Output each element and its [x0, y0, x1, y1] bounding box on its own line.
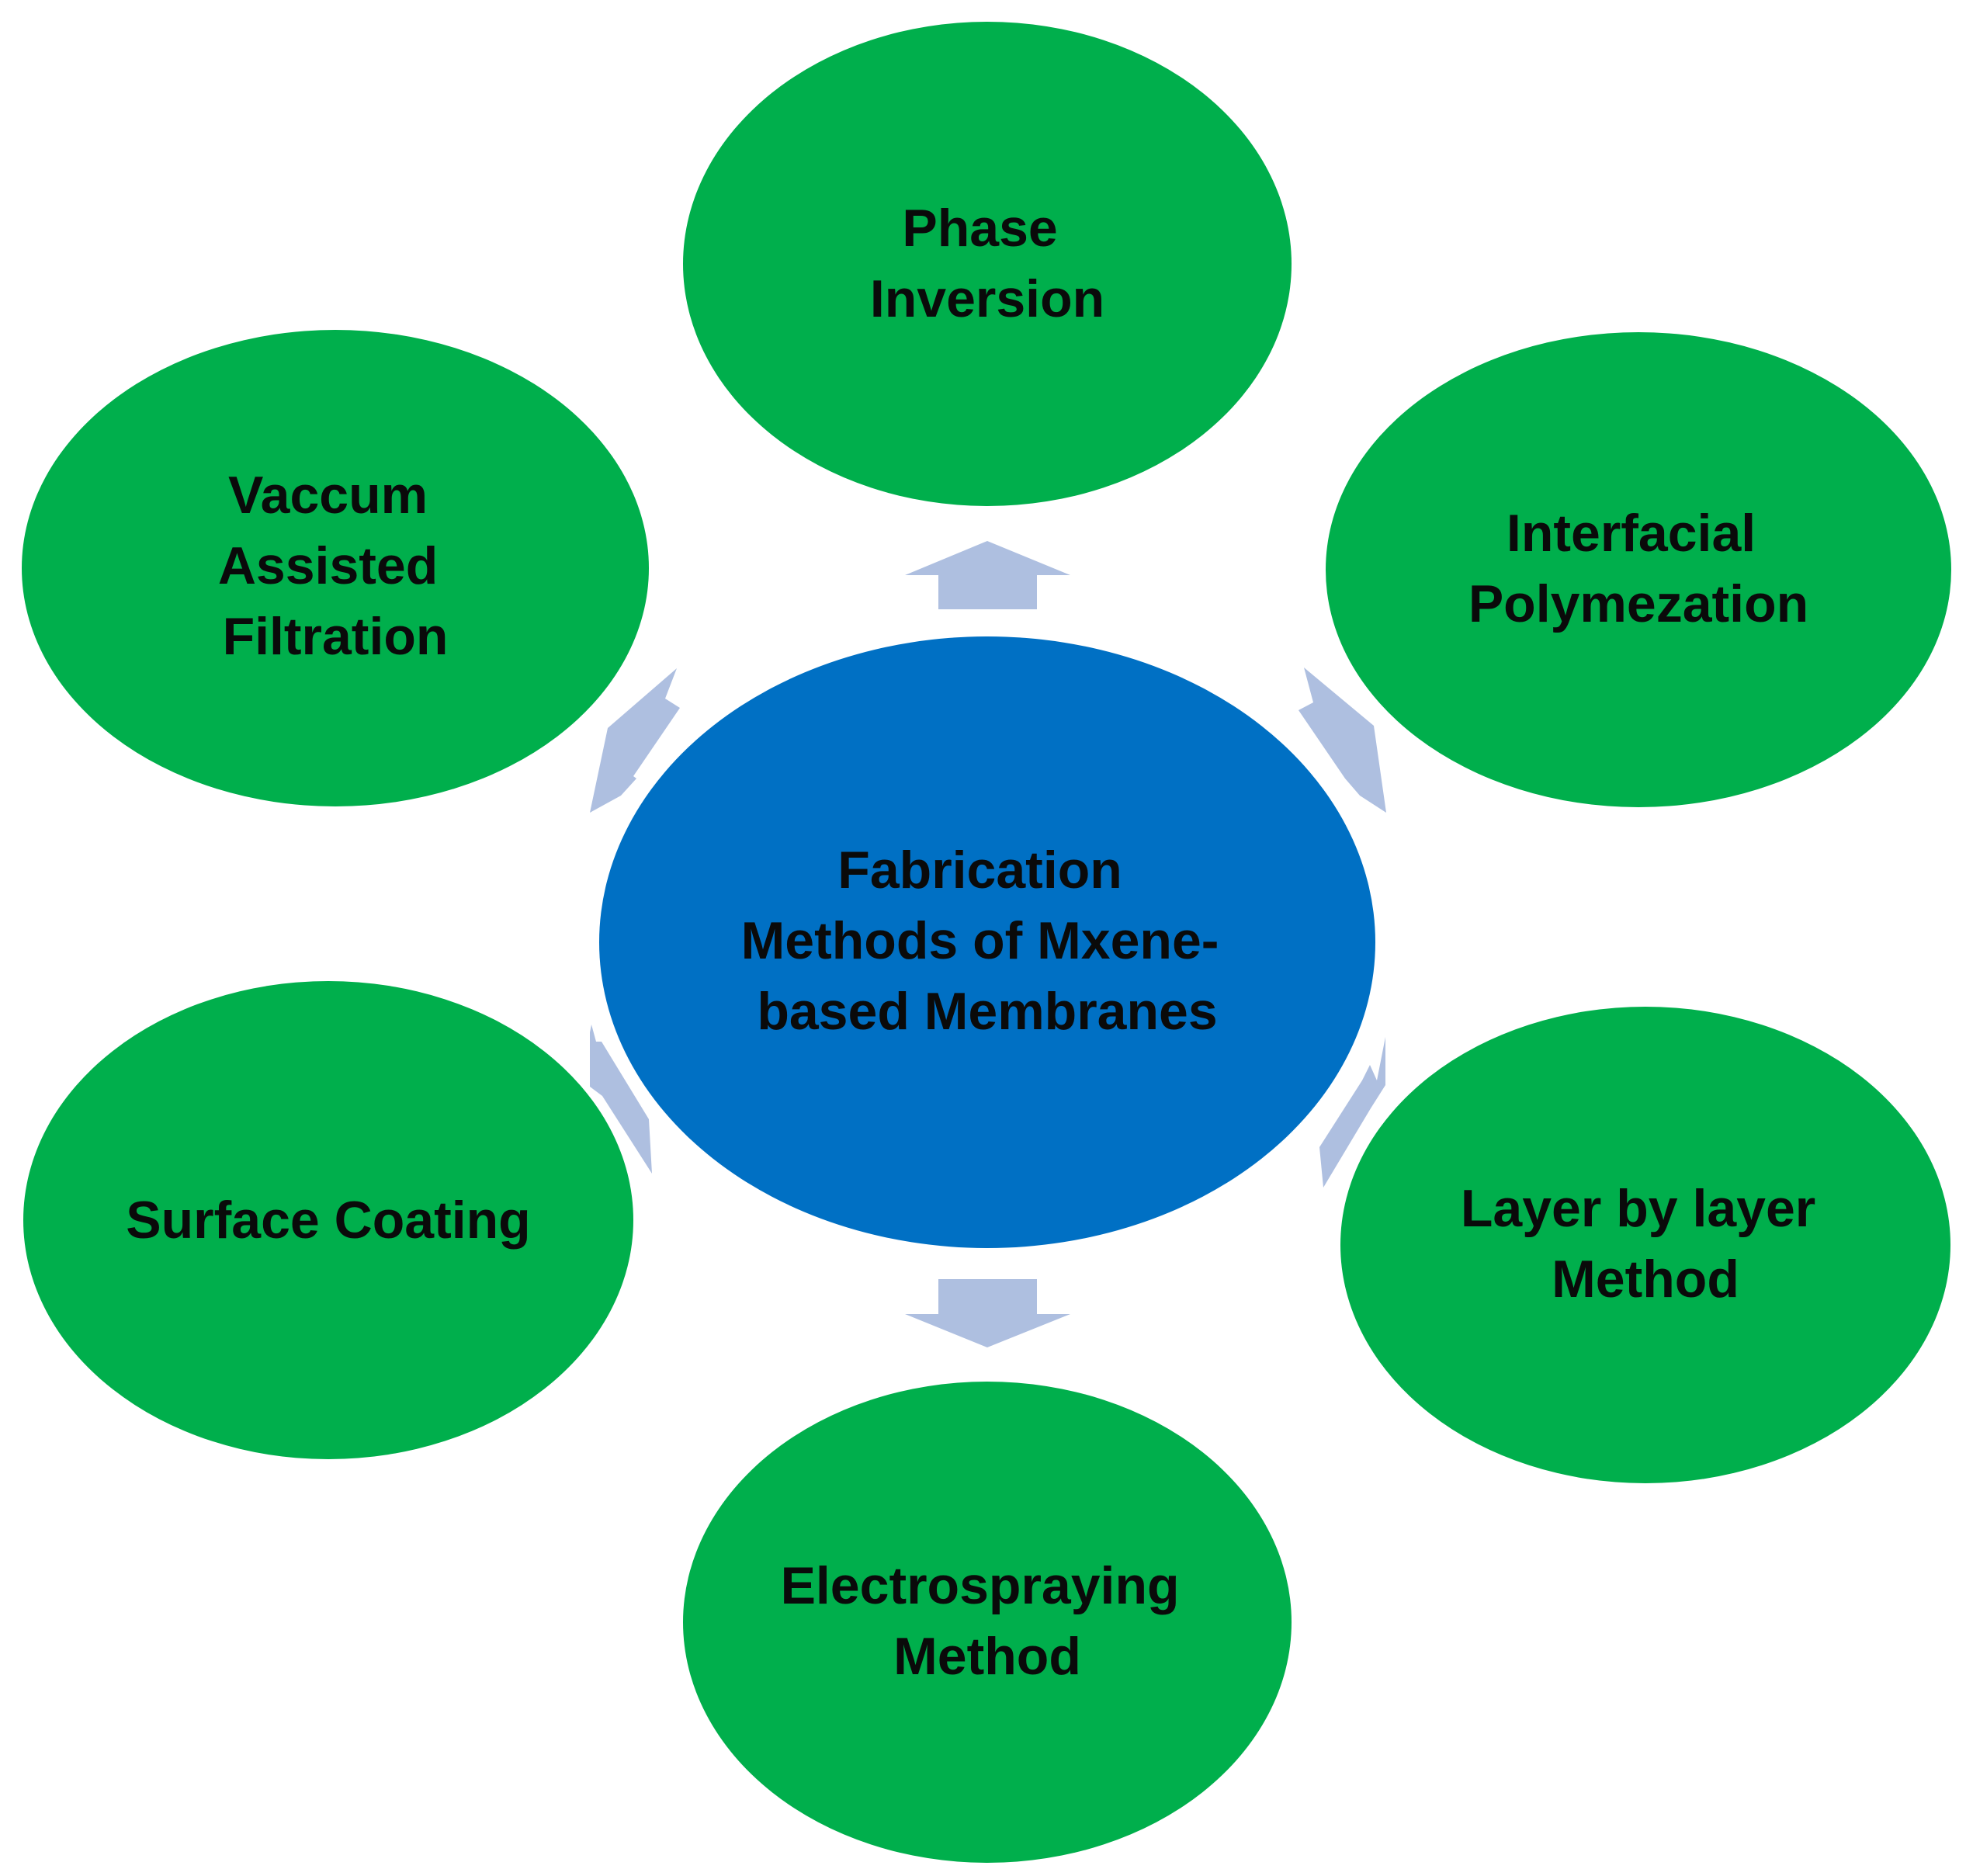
electrospraying-label: Electrospraying Method — [781, 1556, 1195, 1686]
layer-by-layer-label: Layer by layer Method — [1461, 1179, 1830, 1309]
arrow-to-electrospraying — [905, 1279, 1070, 1347]
electrospraying-node — [683, 1382, 1292, 1863]
phase-inversion-node — [683, 22, 1292, 506]
vacuum-assisted-filtration-node — [22, 330, 649, 806]
interfacial-polymerization-node — [1326, 332, 1951, 807]
interfacial-polymerization-label: Interfacial Polymezation — [1468, 504, 1808, 633]
layer-by-layer-node — [1340, 1007, 1950, 1483]
vacuum-assisted-filtration-label: Vaccum Assisted Filtration — [218, 466, 452, 666]
arrow-to-interfacial-polymerization — [1299, 668, 1386, 813]
surface-coating-node — [23, 981, 633, 1459]
arrow-to-phase-inversion — [905, 541, 1070, 609]
arrow-to-layer-by-layer — [1319, 1037, 1385, 1188]
surface-coating-label: Surface Coating — [126, 1191, 530, 1250]
phase-inversion-label: Phase Inversion — [870, 199, 1104, 328]
center-node — [599, 636, 1375, 1248]
arrow-to-surface-coating — [590, 1025, 652, 1174]
center-label: Fabrication Methods of Mxene- based Memb… — [741, 841, 1234, 1041]
arrow-to-vacuum-assisted-filtration — [590, 668, 680, 813]
